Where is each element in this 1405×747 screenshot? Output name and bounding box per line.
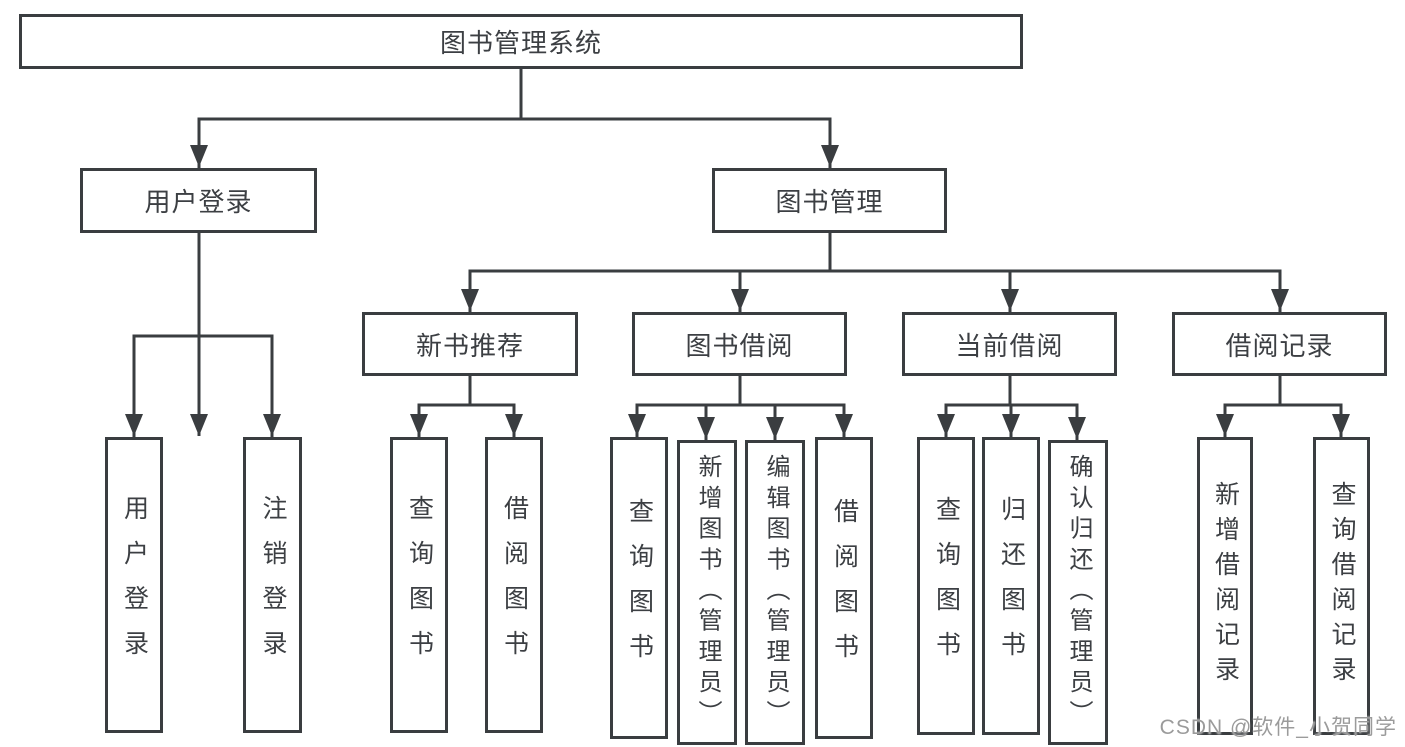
leaf-recommend-query-books-label: 查询图书 [405, 495, 434, 675]
node-current-borrow: 当前借阅 [902, 312, 1117, 376]
node-book-borrow: 图书借阅 [632, 312, 847, 376]
leaf-borrow-books-label: 借阅图书 [830, 498, 859, 678]
leaf-current-query-books: 查询图书 [917, 437, 975, 735]
node-book-management-label: 图书管理 [775, 187, 884, 217]
node-borrow-records: 借阅记录 [1172, 312, 1387, 376]
leaf-query-borrow-record: 查询借阅记录 [1313, 437, 1370, 735]
leaf-recommend-borrow-books: 借阅图书 [485, 437, 543, 733]
leaf-add-borrow-record: 新增借阅记录 [1197, 437, 1253, 735]
node-root: 图书管理系统 [19, 14, 1023, 69]
leaf-edit-book-admin-label: 编辑图书（管理员） [762, 454, 789, 731]
leaf-borrow-books: 借阅图书 [815, 437, 873, 739]
leaf-add-borrow-record-label: 新增借阅记录 [1211, 481, 1240, 691]
leaf-user-login-label: 用户登录 [120, 495, 149, 675]
leaf-edit-book-admin: 编辑图书（管理员） [745, 440, 805, 745]
leaf-confirm-return-admin: 确认归还（管理员） [1048, 440, 1108, 745]
leaf-borrow-query-books-label: 查询图书 [625, 498, 654, 678]
node-new-book-recommend-label: 新书推荐 [415, 330, 524, 361]
node-current-borrow-label: 当前借阅 [955, 330, 1064, 361]
leaf-logout-label: 注销登录 [259, 495, 287, 675]
node-borrow-records-label: 借阅记录 [1225, 330, 1334, 361]
leaf-query-borrow-record-label: 查询借阅记录 [1328, 481, 1356, 691]
leaf-recommend-borrow-books-label: 借阅图书 [500, 495, 529, 675]
leaf-current-query-books-label: 查询图书 [932, 496, 961, 676]
leaf-return-books: 归还图书 [982, 437, 1040, 735]
leaf-return-books-label: 归还图书 [997, 496, 1026, 676]
leaf-add-book-admin-label: 新增图书（管理员） [694, 454, 721, 731]
leaf-user-login: 用户登录 [105, 437, 163, 733]
leaf-logout: 注销登录 [243, 437, 302, 733]
leaf-confirm-return-admin-label: 确认归还（管理员） [1065, 454, 1092, 731]
node-book-borrow-label: 图书借阅 [685, 330, 794, 361]
node-root-label: 图书管理系统 [439, 28, 602, 58]
node-book-management: 图书管理 [712, 168, 947, 233]
leaf-recommend-query-books: 查询图书 [390, 437, 448, 733]
watermark: CSDN @软件_小贺同学 [1160, 711, 1397, 741]
leaf-borrow-query-books: 查询图书 [610, 437, 668, 739]
node-new-book-recommend: 新书推荐 [362, 312, 578, 376]
node-user-login: 用户登录 [80, 168, 317, 233]
node-user-login-label: 用户登录 [144, 187, 253, 217]
leaf-add-book-admin: 新增图书（管理员） [677, 440, 737, 745]
watermark-text: CSDN @软件_小贺同学 [1159, 716, 1397, 739]
